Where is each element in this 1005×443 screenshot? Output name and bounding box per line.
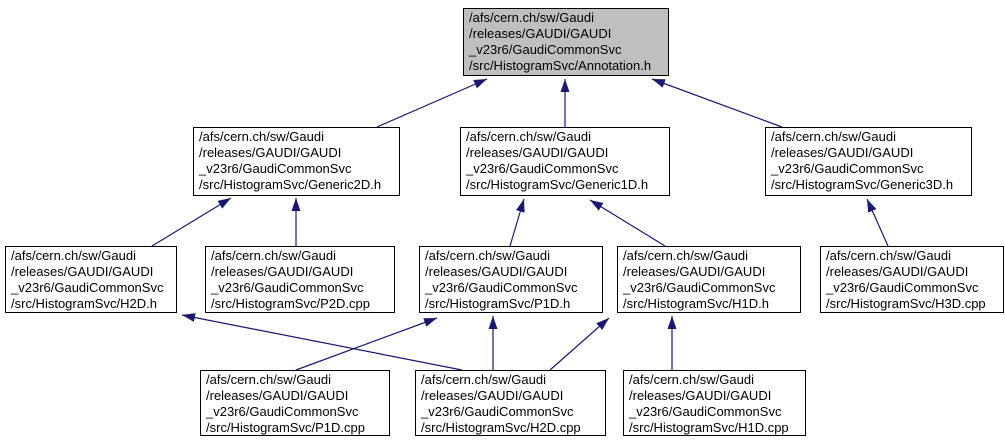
graph-node-p2d-cpp[interactable]: /afs/cern.ch/sw/Gaudi/releases/GAUDI/GAU… — [205, 246, 395, 313]
include-edge-h2d-cpp-to-h2d-h — [181, 313, 463, 371]
node-path-line: /src/HistogramSvc/H2D.cpp — [421, 420, 581, 435]
node-path-line: /releases/GAUDI/GAUDI — [211, 264, 354, 279]
include-edge-p1d-cpp-to-p1d-h — [295, 317, 438, 371]
include-edge-p1d-h-to-generic1d-h — [509, 198, 525, 247]
node-path-line: /afs/cern.ch/sw/Gaudi — [11, 248, 136, 263]
node-path-line: /afs/cern.ch/sw/Gaudi — [629, 372, 754, 387]
node-path-line: _v23r6/GaudiCommonSvc — [771, 161, 924, 176]
graph-node-p1d-h[interactable]: /afs/cern.ch/sw/Gaudi/releases/GAUDI/GAU… — [419, 246, 603, 313]
node-path-line: /releases/GAUDI/GAUDI — [199, 145, 342, 160]
node-path-line: /releases/GAUDI/GAUDI — [623, 264, 766, 279]
graph-node-h1d-h[interactable]: /afs/cern.ch/sw/Gaudi/releases/GAUDI/GAU… — [617, 246, 801, 313]
include-edge-h3d-cpp-to-generic3d-h — [866, 198, 889, 247]
node-path-line: /releases/GAUDI/GAUDI — [629, 388, 772, 403]
node-path-line: /releases/GAUDI/GAUDI — [11, 264, 154, 279]
node-path-line: _v23r6/GaudiCommonSvc — [421, 404, 574, 419]
graph-node-annotation-h: /afs/cern.ch/sw/Gaudi/releases/GAUDI/GAU… — [463, 8, 669, 76]
node-path-line: /src/HistogramSvc/Generic3D.h — [771, 177, 954, 192]
node-path-line: _v23r6/GaudiCommonSvc — [623, 280, 776, 295]
include-edge-h2d-h-to-generic2d-h — [151, 197, 232, 247]
include-edge-h1d-h-to-generic1d-h — [589, 199, 666, 247]
include-edge-generic3d-h-to-annotation-h — [651, 78, 783, 128]
node-path-line: /src/HistogramSvc/P1D.h — [425, 296, 571, 311]
node-path-line: /releases/GAUDI/GAUDI — [206, 388, 349, 403]
graph-node-generic1d-h[interactable]: /afs/cern.ch/sw/Gaudi/releases/GAUDI/GAU… — [460, 127, 670, 196]
node-path-line: /afs/cern.ch/sw/Gaudi — [623, 248, 748, 263]
node-path-line: _v23r6/GaudiCommonSvc — [469, 42, 622, 57]
node-path-line: /afs/cern.ch/sw/Gaudi — [466, 129, 591, 144]
node-path-line: _v23r6/GaudiCommonSvc — [425, 280, 578, 295]
node-path-line: /releases/GAUDI/GAUDI — [771, 145, 914, 160]
node-path-line: _v23r6/GaudiCommonSvc — [826, 280, 979, 295]
node-path-line: /afs/cern.ch/sw/Gaudi — [211, 248, 336, 263]
graph-node-h3d-cpp[interactable]: /afs/cern.ch/sw/Gaudi/releases/GAUDI/GAU… — [820, 246, 1004, 313]
node-path-line: /src/HistogramSvc/P1D.cpp — [206, 420, 365, 435]
node-path-line: /releases/GAUDI/GAUDI — [826, 264, 969, 279]
node-path-line: /src/HistogramSvc/H3D.cpp — [826, 296, 986, 311]
node-path-line: _v23r6/GaudiCommonSvc — [629, 404, 782, 419]
node-path-line: /releases/GAUDI/GAUDI — [466, 145, 609, 160]
graph-node-generic3d-h[interactable]: /afs/cern.ch/sw/Gaudi/releases/GAUDI/GAU… — [765, 127, 972, 196]
node-path-line: /afs/cern.ch/sw/Gaudi — [206, 372, 331, 387]
node-path-line: _v23r6/GaudiCommonSvc — [466, 161, 619, 176]
graph-node-p1d-cpp[interactable]: /afs/cern.ch/sw/Gaudi/releases/GAUDI/GAU… — [200, 370, 390, 436]
node-path-line: /afs/cern.ch/sw/Gaudi — [771, 129, 896, 144]
node-path-line: /src/HistogramSvc/Annotation.h — [469, 58, 652, 73]
node-path-line: /src/HistogramSvc/Generic2D.h — [199, 177, 382, 192]
node-path-line: /afs/cern.ch/sw/Gaudi — [421, 372, 546, 387]
node-path-line: /afs/cern.ch/sw/Gaudi — [425, 248, 550, 263]
include-edge-h2d-cpp-to-h1d-h — [549, 317, 610, 371]
node-path-line: _v23r6/GaudiCommonSvc — [11, 280, 164, 295]
node-path-line: /afs/cern.ch/sw/Gaudi — [469, 10, 594, 25]
node-path-line: /releases/GAUDI/GAUDI — [425, 264, 568, 279]
node-path-line: /src/HistogramSvc/H1D.h — [623, 296, 769, 311]
node-path-line: _v23r6/GaudiCommonSvc — [206, 404, 359, 419]
graph-node-h2d-h[interactable]: /afs/cern.ch/sw/Gaudi/releases/GAUDI/GAU… — [5, 246, 177, 313]
include-edge-generic2d-h-to-annotation-h — [376, 78, 488, 128]
graph-node-h2d-cpp[interactable]: /afs/cern.ch/sw/Gaudi/releases/GAUDI/GAU… — [415, 370, 606, 436]
node-path-line: /src/HistogramSvc/Generic1D.h — [466, 177, 649, 192]
node-path-line: _v23r6/GaudiCommonSvc — [199, 161, 352, 176]
node-path-line: /releases/GAUDI/GAUDI — [469, 26, 612, 41]
node-path-line: /src/HistogramSvc/H2D.h — [11, 296, 157, 311]
node-path-line: _v23r6/GaudiCommonSvc — [211, 280, 364, 295]
graph-node-h1d-cpp[interactable]: /afs/cern.ch/sw/Gaudi/releases/GAUDI/GAU… — [623, 370, 806, 436]
node-path-line: /src/HistogramSvc/H1D.cpp — [629, 420, 789, 435]
node-path-line: /releases/GAUDI/GAUDI — [421, 388, 564, 403]
node-path-line: /afs/cern.ch/sw/Gaudi — [826, 248, 951, 263]
node-path-line: /afs/cern.ch/sw/Gaudi — [199, 129, 324, 144]
node-path-line: /src/HistogramSvc/P2D.cpp — [211, 296, 370, 311]
graph-node-generic2d-h[interactable]: /afs/cern.ch/sw/Gaudi/releases/GAUDI/GAU… — [193, 127, 400, 196]
